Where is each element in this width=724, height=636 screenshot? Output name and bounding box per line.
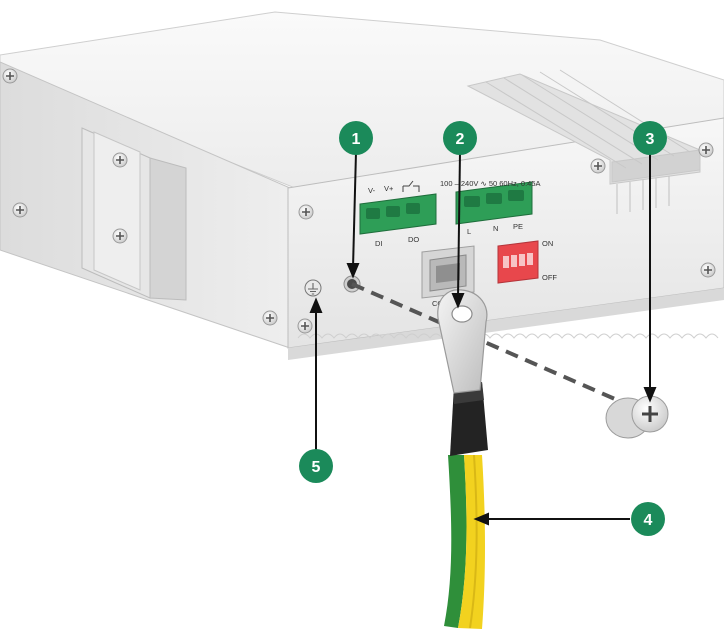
screw-icon <box>12 202 28 218</box>
callout-1: 1 <box>339 121 373 155</box>
ground-symbol-icon <box>304 279 322 297</box>
label-n: N <box>493 224 498 233</box>
housing-bottom-edge <box>288 288 724 360</box>
dip-switch <box>497 240 539 284</box>
di-do-terminal-block <box>359 180 437 235</box>
screw-icon <box>112 228 128 244</box>
grounding-cable <box>444 454 485 629</box>
label-v-plus: V+ <box>384 184 394 193</box>
screw-icon <box>298 204 314 220</box>
console-port <box>421 245 475 299</box>
screw-icon <box>112 152 128 168</box>
label-do: DO <box>408 235 419 244</box>
alignment-dashed-line <box>351 282 641 412</box>
svg-text:3: 3 <box>646 131 655 148</box>
ring-lug-terminal <box>437 289 488 394</box>
housing-screws <box>2 68 716 334</box>
screw-icon <box>297 318 313 334</box>
callout-4: 4 <box>631 502 665 536</box>
label-v-minus: V- <box>368 186 376 195</box>
device-housing <box>0 11 724 360</box>
label-off: OFF <box>542 273 557 282</box>
screw-icon <box>698 142 714 158</box>
label-on: ON <box>542 239 553 248</box>
label-l: L <box>467 227 471 236</box>
svg-text:4: 4 <box>644 512 653 529</box>
callout-2: 2 <box>443 121 477 155</box>
power-terminal-block <box>455 181 533 225</box>
label-pe: PE <box>513 222 523 231</box>
screw-icon <box>262 310 278 326</box>
screw-icon <box>700 262 716 278</box>
callout-3: 3 <box>633 121 667 155</box>
callout-leaders <box>309 151 657 526</box>
ground-screw <box>605 395 669 439</box>
label-di: DI <box>375 239 383 248</box>
screw-icon <box>2 68 18 84</box>
svg-text:2: 2 <box>456 131 465 148</box>
svg-text:5: 5 <box>312 459 321 476</box>
din-rail-bracket <box>81 127 187 301</box>
screw-icon <box>590 158 606 174</box>
power-rating-label: 100 – 240V ∿ 50 60Hz, 0.45A <box>440 179 541 188</box>
front-panel-scallops <box>297 333 719 339</box>
svg-text:1: 1 <box>352 131 361 148</box>
callout-5: 5 <box>299 449 333 483</box>
